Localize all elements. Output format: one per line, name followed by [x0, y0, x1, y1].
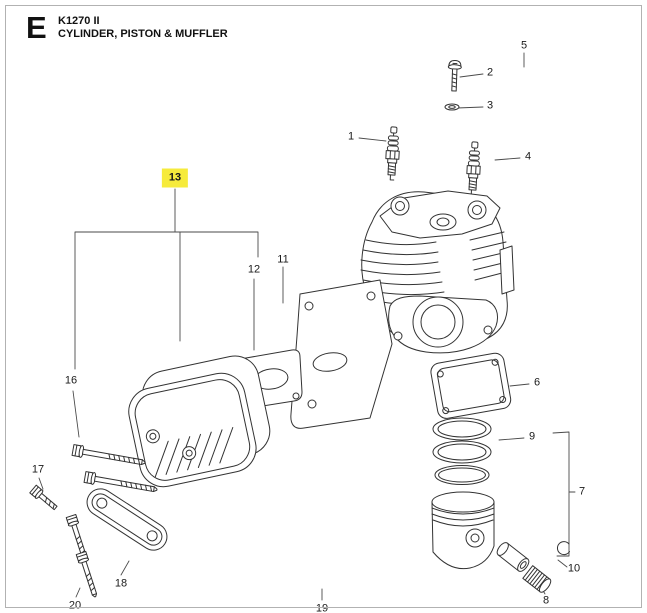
callout-16[interactable]: 16: [64, 374, 78, 387]
callout-18[interactable]: 18: [114, 577, 128, 590]
bracket-drawing-18: [86, 488, 168, 551]
callout-8[interactable]: 8: [542, 594, 550, 607]
piston-drawing-7: [431, 491, 495, 570]
model-name: K1270 II: [58, 15, 100, 27]
pin-plug-drawing-8: [522, 565, 552, 593]
callout-11[interactable]: 11: [277, 253, 289, 266]
piston-rings-drawing-9: [432, 417, 492, 485]
callout-20[interactable]: 20: [68, 599, 82, 612]
callout-13-highlighted[interactable]: 13: [161, 168, 189, 188]
bolt-drawing-17: [29, 484, 60, 513]
cylinder-drawing: [360, 190, 515, 354]
washer-drawing-3: [444, 103, 460, 111]
muffler-bolt-drawing-16a: [71, 443, 147, 470]
screw-drawing-2: [447, 60, 462, 92]
base-gasket-drawing-6: [430, 352, 512, 419]
callout-9[interactable]: 9: [528, 430, 536, 443]
callout-5[interactable]: 5: [520, 39, 528, 52]
callout-1[interactable]: 1: [347, 130, 355, 143]
spark-plug-drawing-1: [384, 126, 401, 181]
spark-plug-drawing-4: [465, 141, 482, 196]
heat-shield-drawing-11: [290, 279, 393, 429]
circlip-drawing: [556, 541, 570, 556]
callout-3[interactable]: 3: [486, 99, 494, 112]
muffler-drawing-13: [128, 355, 271, 488]
leader-lines: [38, 52, 576, 601]
callout-12[interactable]: 12: [247, 263, 261, 276]
callout-17[interactable]: 17: [31, 463, 45, 476]
callout-7[interactable]: 7: [578, 485, 586, 498]
callout-4[interactable]: 4: [524, 150, 532, 163]
screw-drawing-20b: [75, 550, 101, 599]
callout-10[interactable]: 10: [567, 562, 581, 575]
piston-pin-drawing-10: [496, 542, 530, 572]
callout-6[interactable]: 6: [533, 376, 541, 389]
page-title: CYLINDER, PISTON & MUFFLER: [58, 28, 228, 40]
callout-2[interactable]: 2: [486, 66, 494, 79]
section-letter: E: [26, 10, 47, 45]
callout-19[interactable]: 19: [315, 602, 329, 613]
